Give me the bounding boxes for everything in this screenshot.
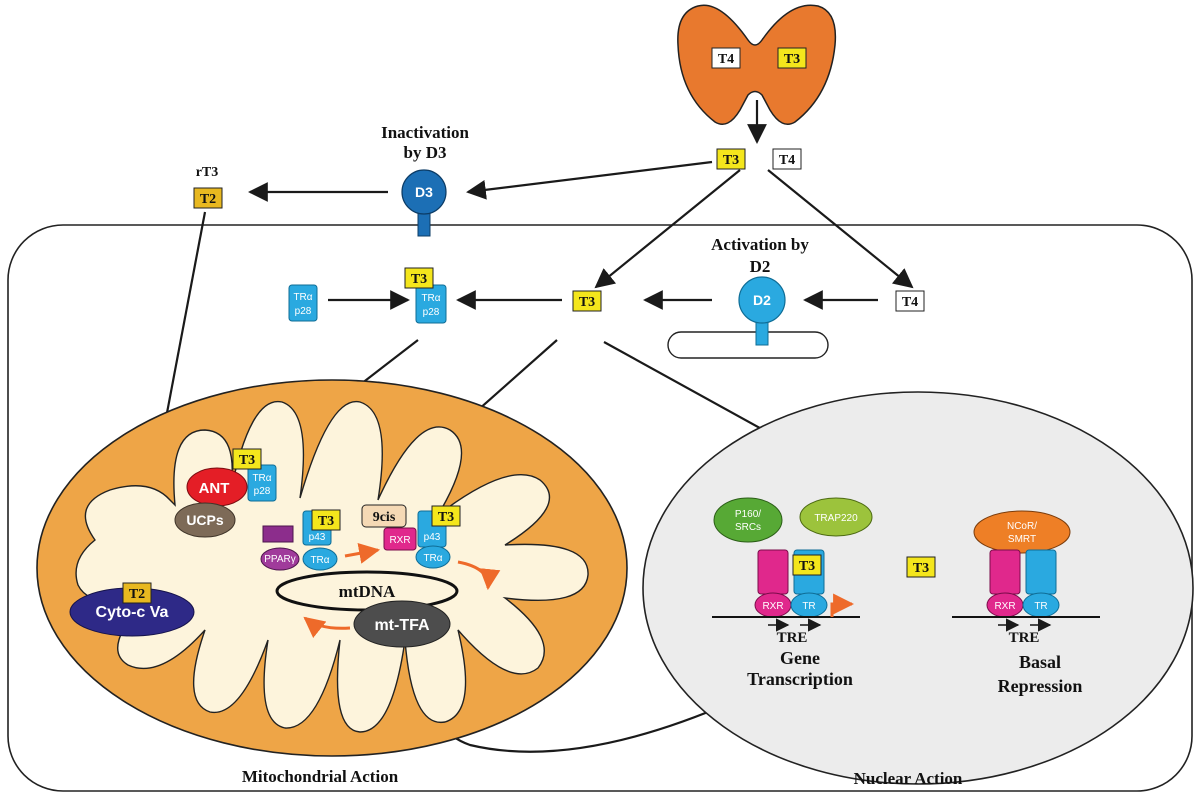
svg-text:RXR: RXR [994, 601, 1015, 612]
svg-text:TRα: TRα [252, 473, 271, 484]
nine-cis-tag: 9cis [361, 504, 407, 528]
svg-text:D2: D2 [753, 292, 771, 308]
ppar-label: PPARγ [264, 554, 296, 565]
cell-t4-tag: T4 [895, 290, 925, 312]
svg-text:TRα: TRα [423, 553, 442, 564]
trap220-coactivator [799, 497, 873, 537]
d2-deiodinase: D2 [738, 276, 786, 346]
thyroid-gland [677, 4, 837, 125]
svg-text:TRα: TRα [421, 293, 440, 304]
svg-text:T4: T4 [779, 153, 795, 168]
svg-text:P160/: P160/ [735, 509, 761, 520]
svg-text:9cis: 9cis [373, 510, 396, 525]
svg-text:T3: T3 [784, 52, 800, 67]
tre-label-left: TRE [777, 630, 808, 646]
tre-label-right: TRE [1009, 630, 1040, 646]
transcription-start-arrow [830, 593, 855, 617]
svg-text:TRAP220: TRAP220 [814, 513, 858, 524]
svg-text:T4: T4 [718, 52, 734, 67]
svg-text:D3: D3 [415, 184, 433, 200]
rt3-t2-tag: T2 [193, 187, 223, 209]
ant-label: ANT [199, 480, 230, 497]
ppar-gamma [260, 547, 300, 571]
mtdna-label: mtDNA [339, 582, 396, 601]
circulating-t3-tag: T3 [716, 148, 746, 170]
nucleus [642, 391, 1194, 785]
svg-text:T2: T2 [129, 587, 145, 602]
inactivation-label-line2: by D3 [404, 143, 447, 162]
svg-text:SMRT: SMRT [1008, 534, 1036, 545]
ucps-protein [174, 502, 236, 538]
svg-text:p28: p28 [295, 306, 312, 317]
svg-text:TRα: TRα [293, 292, 312, 303]
rt3-label: rT3 [196, 165, 219, 180]
thyroid-t4-tag: T4 [711, 47, 741, 69]
svg-text:p43: p43 [309, 532, 326, 543]
tra-p28-receptor: TRα p28 [288, 284, 318, 322]
svg-text:RXR: RXR [762, 601, 783, 612]
svg-text:RXR: RXR [389, 535, 410, 546]
cyto-label: Cyto-c Va [96, 604, 169, 621]
arrow-circulation-to-cell-t3 [594, 169, 741, 289]
svg-text:TR: TR [802, 601, 815, 612]
gene-transcription-line2: Transcription [747, 669, 853, 689]
mt-tfa-label: mt-TFA [374, 617, 430, 634]
mito-caption: Mitochondrial Action [242, 767, 399, 786]
ucps-label: UCPs [186, 512, 224, 528]
d3-deiodinase: D3 [401, 169, 447, 237]
svg-text:T3: T3 [438, 510, 454, 525]
mt-tfa [353, 600, 451, 648]
active-rxr-tr-complex: T3 RXR TR [754, 549, 828, 618]
arrow-circulation-to-cell-t4 [767, 169, 914, 289]
ppar-partner-block [262, 525, 294, 543]
svg-text:T2: T2 [200, 192, 216, 207]
inactivation-label-line1: Inactivation [381, 123, 469, 142]
svg-text:T3: T3 [239, 453, 255, 468]
svg-text:T3: T3 [411, 272, 427, 287]
svg-text:p43: p43 [424, 532, 441, 543]
svg-text:T3: T3 [579, 295, 595, 310]
activation-label-line2: D2 [750, 257, 771, 276]
activation-label-line1: Activation by [711, 235, 809, 254]
svg-text:T4: T4 [902, 295, 918, 310]
mitochondrion [36, 379, 628, 757]
basal-repression-line2: Repression [998, 676, 1083, 696]
svg-text:p28: p28 [254, 486, 271, 497]
mito-tra-p28-complex: TRα p28 T3 [232, 448, 277, 502]
svg-text:p28: p28 [423, 307, 440, 318]
repressed-rxr-tr-complex: RXR TR [986, 549, 1060, 618]
svg-text:T3: T3 [913, 561, 929, 576]
mito-orange-arrows [303, 543, 501, 639]
tra-p28-t3-complex: TRα p28 T3 [404, 267, 447, 324]
svg-text:TR: TR [1034, 601, 1047, 612]
svg-text:NCoR/: NCoR/ [1007, 521, 1037, 532]
p43-receptor-left: p43 T3 TRα [302, 509, 341, 571]
rxr-mito: RXR [383, 527, 417, 551]
thyroid-t3-tag: T3 [777, 47, 807, 69]
er-membrane [667, 331, 829, 359]
svg-text:SRCs: SRCs [735, 522, 761, 533]
svg-text:TRα: TRα [310, 555, 329, 566]
basal-repression-line1: Basal [1019, 652, 1061, 672]
cyto-t2-tag: T2 [122, 582, 152, 604]
svg-text:T3: T3 [723, 153, 739, 168]
ncor-smrt-corepressor [973, 510, 1071, 554]
nuclear-t3-tag: T3 [906, 556, 936, 578]
svg-text:T3: T3 [318, 514, 334, 529]
gene-transcription-line1: Gene [780, 648, 820, 668]
svg-text:T3: T3 [799, 559, 815, 574]
cell-t3-tag: T3 [572, 290, 602, 312]
arrow-circulation-to-d3 [466, 160, 713, 200]
nuclear-caption: Nuclear Action [854, 769, 963, 788]
circulating-t4-tag: T4 [772, 148, 802, 170]
p43-receptor-right: p43 T3 TRα [415, 505, 461, 569]
p160-src-coactivator [713, 497, 783, 543]
